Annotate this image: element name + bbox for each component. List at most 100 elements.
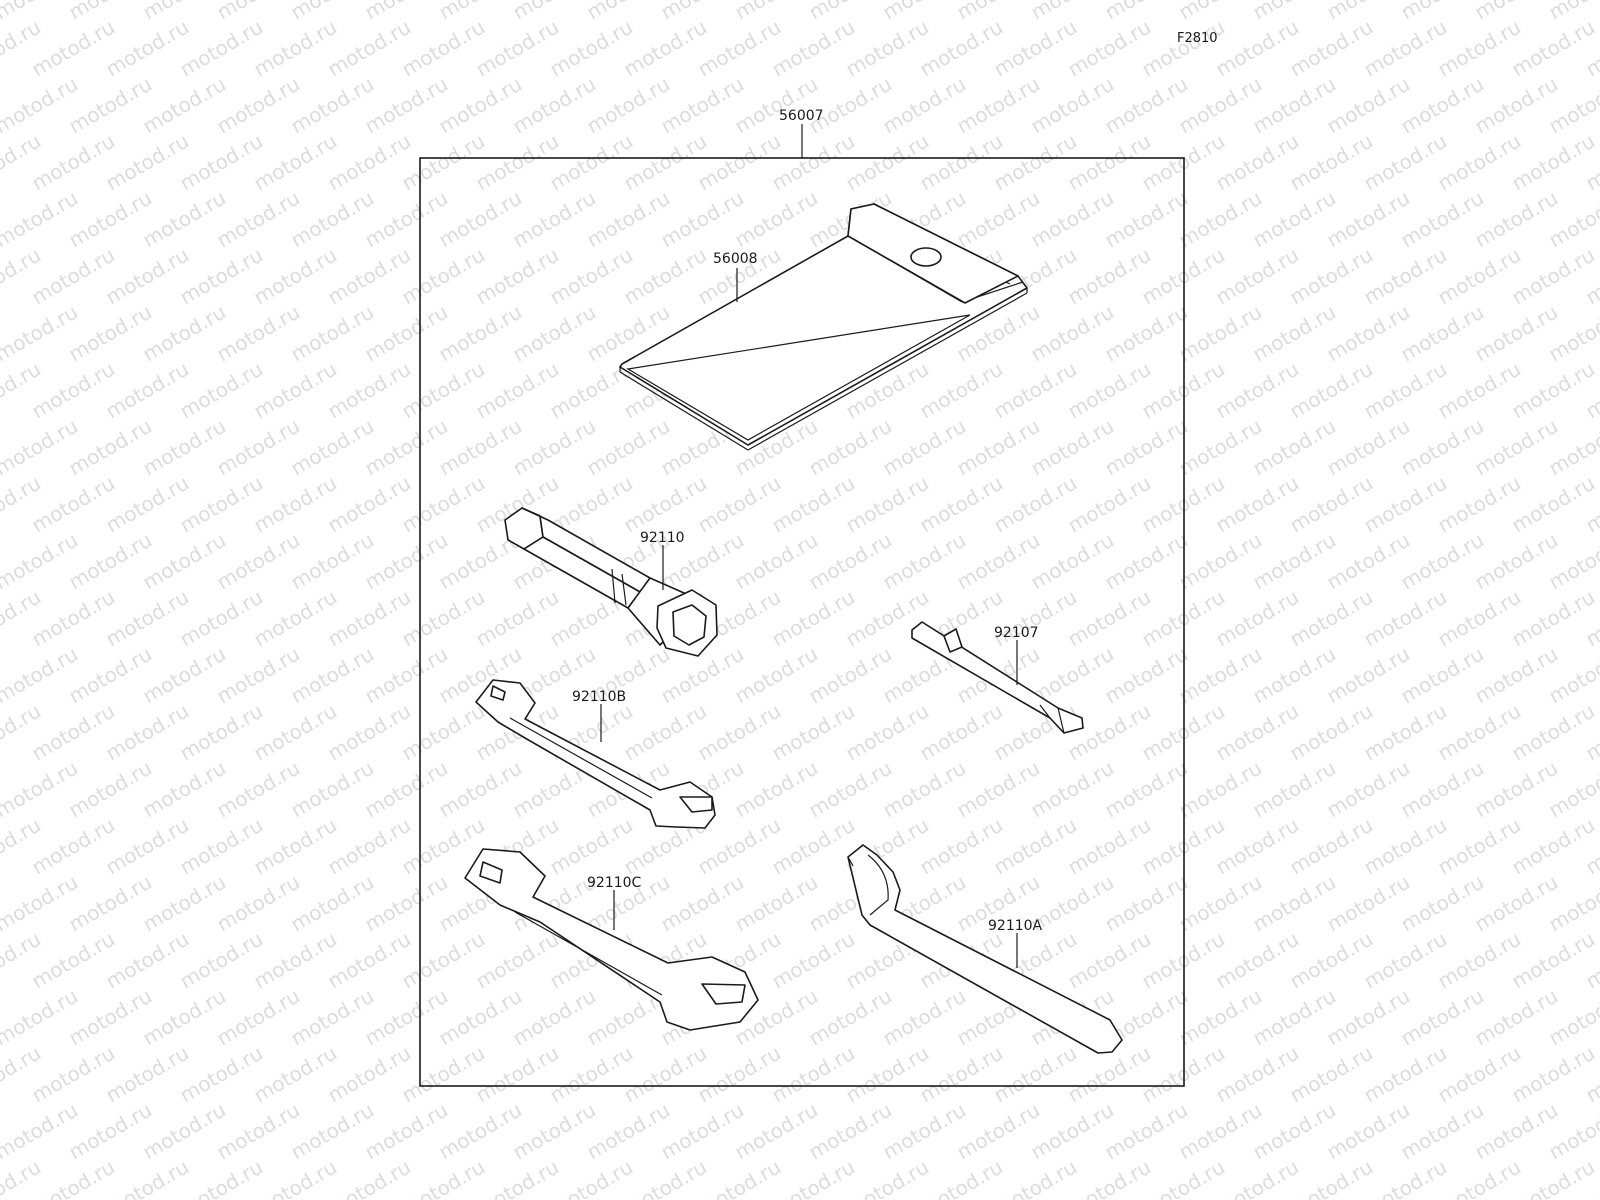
- watermark-text: motod.ru: [102, 471, 193, 538]
- watermark-text: motod.ru: [1471, 1098, 1562, 1165]
- watermark-text: motod.ru: [1508, 585, 1599, 652]
- watermark-text: motod.ru: [1360, 357, 1451, 424]
- watermark-text: motod.ru: [1508, 471, 1599, 538]
- watermark-text: motod.ru: [1323, 756, 1414, 823]
- screwdriver-bit-icon[interactable]: [911, 621, 1084, 734]
- watermark-text: motod.ru: [176, 1041, 267, 1108]
- watermark-text: motod.ru: [1434, 585, 1525, 652]
- watermark-text: motod.ru: [65, 756, 156, 823]
- watermark-text: motod.ru: [916, 471, 1007, 538]
- watermark-text: motod.ru: [1508, 927, 1599, 994]
- watermark-text: motod.ru: [805, 984, 896, 1051]
- watermark-text: motod.ru: [1397, 642, 1488, 709]
- watermark-text: motod.ru: [1508, 357, 1599, 424]
- watermark-text: motod.ru: [287, 870, 378, 937]
- watermark-text: motod.ru: [1471, 756, 1562, 823]
- watermark-text: motod.ru: [1508, 813, 1599, 880]
- watermark-text: motod.ru: [620, 129, 711, 196]
- watermark-text: motod.ru: [1249, 414, 1340, 481]
- watermark-text: motod.ru: [102, 357, 193, 424]
- watermark-text: motod.ru: [916, 813, 1007, 880]
- hook-spanner-icon[interactable]: [847, 844, 1123, 1054]
- watermark-text: motod.ru: [805, 528, 896, 595]
- watermark-text: motod.ru: [620, 243, 711, 310]
- watermark-text: motod.ru: [472, 357, 563, 424]
- watermark-text: motod.ru: [213, 1098, 304, 1165]
- watermark-text: motod.ru: [805, 756, 896, 823]
- watermark-text: motod.ru: [1360, 471, 1451, 538]
- watermark-text: motod.ru: [1212, 1041, 1303, 1108]
- watermark-text: motod.ru: [990, 1041, 1081, 1108]
- watermark-text: motod.ru: [398, 927, 489, 994]
- watermark-text: motod.ru: [879, 1098, 970, 1165]
- watermark-text: motod.ru: [1323, 186, 1414, 253]
- watermark-text: motod.ru: [176, 927, 267, 994]
- watermark-text: motod.ru: [620, 471, 711, 538]
- watermark-text: motod.ru: [1508, 1041, 1599, 1108]
- watermark-text: motod.ru: [472, 1041, 563, 1108]
- watermark-text: motod.ru: [1323, 528, 1414, 595]
- watermark-text: motod.ru: [398, 1041, 489, 1108]
- watermark-text: motod.ru: [1323, 870, 1414, 937]
- watermark-text: motod.ru: [731, 72, 822, 139]
- tool-pouch-icon[interactable]: [619, 203, 1028, 451]
- watermark-text: motod.ru: [139, 642, 230, 709]
- watermark-text: motod.ru: [583, 1098, 674, 1165]
- tool-kit-part-number[interactable]: 56007: [779, 108, 824, 124]
- wrench-b-part-number[interactable]: 92110B: [572, 689, 626, 705]
- watermark-text: motod.ru: [1508, 129, 1599, 196]
- watermark-text: motod.ru: [879, 984, 970, 1051]
- watermark-text: motod.ru: [176, 243, 267, 310]
- watermark-text: motod.ru: [1027, 1098, 1118, 1165]
- watermark-text: motod.ru: [546, 1041, 637, 1108]
- watermark-text: motod.ru: [1175, 414, 1266, 481]
- watermark-text: motod.ru: [1249, 300, 1340, 367]
- watermark-text: motod.ru: [1212, 243, 1303, 310]
- spark-plug-wrench-icon[interactable]: [504, 507, 718, 657]
- watermark-text: motod.ru: [435, 414, 526, 481]
- watermark-text: motod.ru: [1286, 927, 1377, 994]
- watermark-text: motod.ru: [361, 1098, 452, 1165]
- watermark-text: motod.ru: [398, 15, 489, 82]
- plug-wrench-part-number[interactable]: 92110: [640, 530, 685, 546]
- watermark-text: motod.ru: [176, 357, 267, 424]
- watermark-text: motod.ru: [287, 300, 378, 367]
- watermark-text: motod.ru: [1064, 699, 1155, 766]
- watermark-text: motod.ru: [1212, 129, 1303, 196]
- watermark-text: motod.ru: [953, 528, 1044, 595]
- watermark-text: motod.ru: [28, 585, 119, 652]
- watermark-text: motod.ru: [1471, 414, 1562, 481]
- watermark-text: motod.ru: [953, 186, 1044, 253]
- watermark-text: motod.ru: [398, 243, 489, 310]
- watermark-text: motod.ru: [65, 72, 156, 139]
- watermark-text: motod.ru: [1434, 1041, 1525, 1108]
- watermark-text: motod.ru: [1027, 72, 1118, 139]
- watermark-text: motod.ru: [1064, 927, 1155, 994]
- watermark-text: motod.ru: [509, 72, 600, 139]
- watermark-text: motod.ru: [1434, 927, 1525, 994]
- watermark-text: motod.ru: [213, 756, 304, 823]
- watermark-text: motod.ru: [805, 414, 896, 481]
- watermark-text: motod.ru: [1323, 72, 1414, 139]
- watermark-text: motod.ru: [435, 186, 526, 253]
- watermark-text: motod.ru: [250, 471, 341, 538]
- watermark-text: motod.ru: [620, 15, 711, 82]
- watermark-text: motod.ru: [509, 1098, 600, 1165]
- watermark-text: motod.ru: [1286, 699, 1377, 766]
- watermark-text: motod.ru: [1397, 72, 1488, 139]
- watermark-text: motod.ru: [213, 300, 304, 367]
- open-end-wrench-icon[interactable]: [464, 848, 759, 1031]
- watermark-text: motod.ru: [1175, 642, 1266, 709]
- watermark-text: motod.ru: [1323, 1098, 1414, 1165]
- watermark-text: motod.ru: [28, 1041, 119, 1108]
- hook-wrench-part-number[interactable]: 92110A: [988, 918, 1043, 934]
- screwdriver-part-number[interactable]: 92107: [994, 625, 1039, 641]
- watermark-text: motod.ru: [1101, 300, 1192, 367]
- watermark-text: motod.ru: [361, 870, 452, 937]
- open-end-wrench-icon[interactable]: [475, 679, 716, 829]
- watermark-text: motod.ru: [213, 72, 304, 139]
- wrench-c-part-number[interactable]: 92110C: [587, 875, 642, 891]
- watermark-text: motod.ru: [28, 471, 119, 538]
- pouch-part-number[interactable]: 56008: [713, 251, 758, 267]
- watermark-text: motod.ru: [546, 129, 637, 196]
